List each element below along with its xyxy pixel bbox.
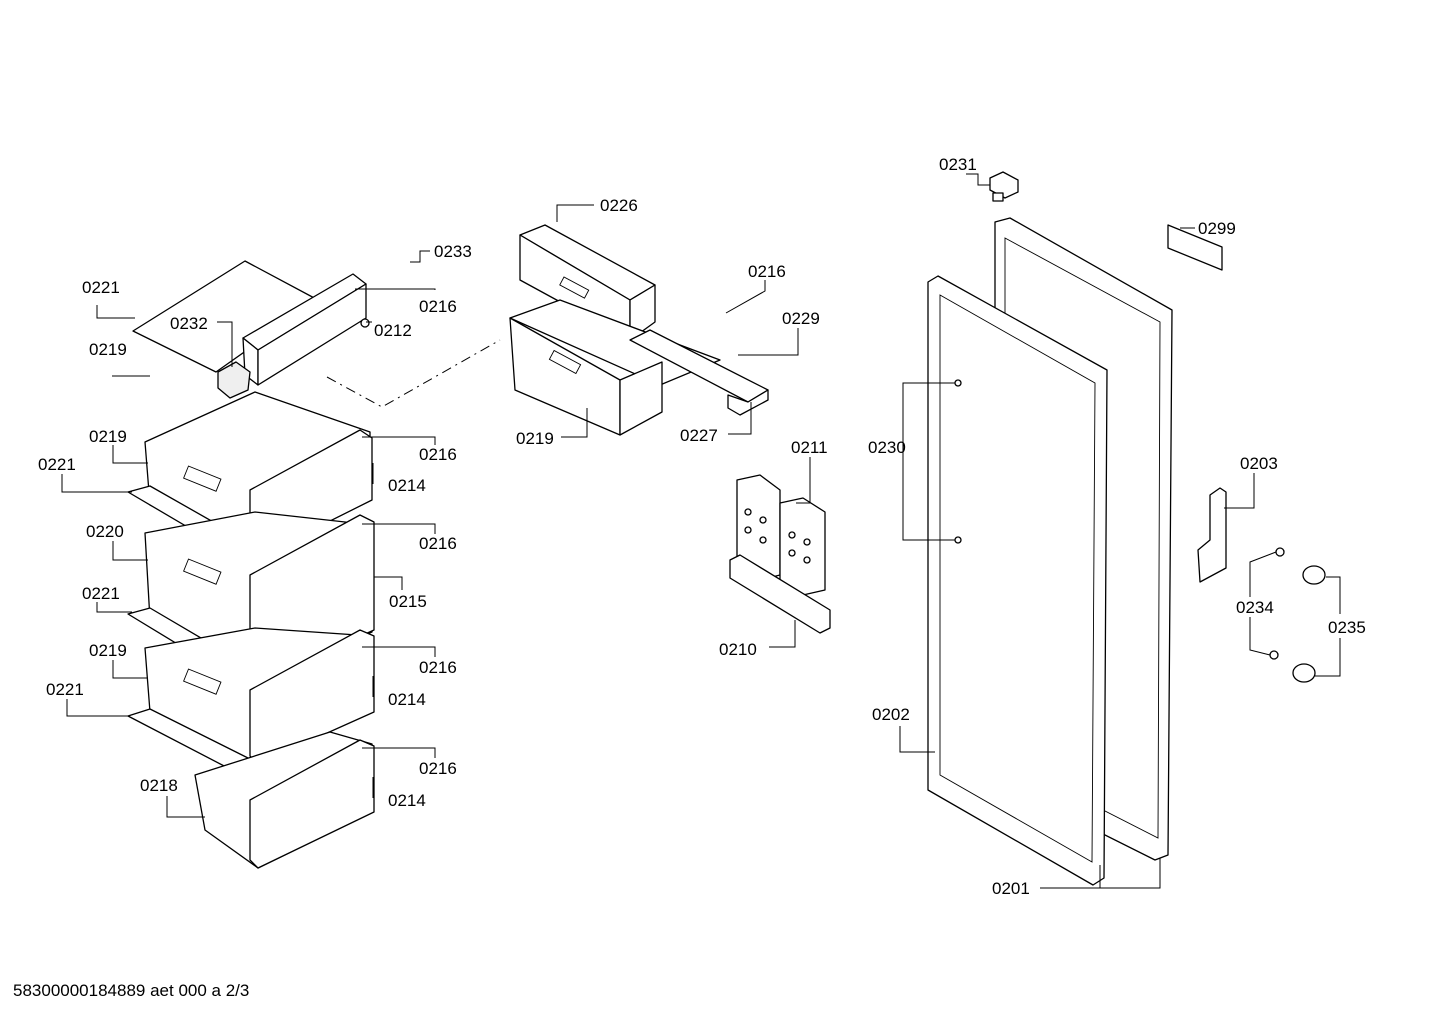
- label-0231: 0231: [939, 155, 977, 174]
- upper-tray-handle: [559, 276, 590, 299]
- label-0221-b: 0221: [38, 455, 76, 474]
- ice-pack-1-dot: [759, 536, 767, 544]
- ice-pack-2-dot: [803, 556, 811, 564]
- hinge-cap-0231: [989, 171, 1019, 199]
- gasket-0202-inner: [939, 294, 1096, 863]
- label-0226: 0226: [600, 196, 638, 215]
- label-0210: 0210: [719, 640, 757, 659]
- label-0211: 0211: [791, 438, 828, 457]
- lower-drawer-handle: [548, 349, 582, 375]
- label-0227: 0227: [680, 426, 718, 445]
- screw-0234-b: [1269, 650, 1279, 660]
- drawer-3-handle: [183, 668, 222, 695]
- door-assembly: [927, 171, 1326, 886]
- drawer-stack: [127, 260, 375, 869]
- label-0221-c: 0221: [82, 584, 120, 603]
- drawer-3-front: [249, 629, 375, 765]
- screw-0230-a: [954, 379, 962, 387]
- screw-0230-b: [954, 536, 962, 544]
- label-0201: 0201: [992, 879, 1030, 898]
- label-0229: 0229: [782, 309, 820, 328]
- screw-0234-a: [1275, 547, 1285, 557]
- ice-pack-2-dot: [788, 531, 796, 539]
- rail-0227-end: [727, 389, 769, 416]
- label-0221-d: 0221: [46, 680, 84, 699]
- drawer-2-handle: [183, 558, 222, 585]
- label-0215: 0215: [389, 592, 427, 611]
- lower-drawer-top: [509, 299, 721, 386]
- label-0219-b: 0219: [516, 429, 554, 448]
- hinge-insert: [992, 192, 1004, 202]
- label-0202: 0202: [872, 705, 910, 724]
- label-0234: 0234: [1236, 598, 1274, 617]
- label-0221-a: 0221: [82, 278, 120, 297]
- label-0216-b: 0216: [748, 262, 786, 281]
- label-0219-d: 0219: [89, 641, 127, 660]
- freezer-drawer-assembly: [509, 224, 769, 436]
- cap-0235-b: [1292, 663, 1316, 683]
- ice-pack-2-dot: [803, 538, 811, 546]
- ice-pack-2: [779, 497, 826, 596]
- label-0220: 0220: [86, 522, 124, 541]
- label-0235: 0235: [1328, 618, 1366, 637]
- label-0216-d: 0216: [419, 534, 457, 553]
- rating-label-0299: [1167, 224, 1223, 271]
- part-labels: 0231 0299 0226 0233 0221 0216 0212 0232 …: [38, 155, 1366, 898]
- label-0214-b: 0214: [388, 690, 426, 709]
- bar-0210: [729, 554, 831, 634]
- label-0214-a: 0214: [388, 476, 426, 495]
- label-0203: 0203: [1240, 454, 1278, 473]
- drawer-1-handle: [183, 465, 222, 492]
- label-0219-c: 0219: [89, 427, 127, 446]
- label-0230: 0230: [868, 438, 906, 457]
- label-0216-a: 0216: [419, 297, 457, 316]
- label-0232: 0232: [170, 314, 208, 333]
- door-handle-0203: [1197, 487, 1227, 583]
- ice-pack-1-dot: [744, 526, 752, 534]
- label-0299: 0299: [1198, 219, 1236, 238]
- gasket-0202-outer: [927, 275, 1108, 886]
- cap-0235-a: [1302, 565, 1326, 585]
- top-flap-side: [257, 283, 367, 386]
- label-0216-e: 0216: [419, 658, 457, 677]
- ice-packs: [729, 474, 831, 634]
- alignment-line: [326, 339, 501, 408]
- label-0214-c: 0214: [388, 791, 426, 810]
- drawing-code: 58300000184889 aet 000 a 2/3: [13, 981, 250, 1000]
- hinge-0232: [217, 361, 251, 399]
- label-0219-a: 0219: [89, 340, 127, 359]
- leader-lines: [61, 173, 1341, 889]
- label-0233: 0233: [434, 242, 472, 261]
- ice-pack-1-dot: [744, 508, 752, 516]
- ice-pack-2-dot: [788, 549, 796, 557]
- flap-pin: [360, 318, 370, 328]
- label-0216-c: 0216: [419, 445, 457, 464]
- label-0212: 0212: [374, 321, 412, 340]
- label-0218: 0218: [140, 776, 178, 795]
- label-0216-f: 0216: [419, 759, 457, 778]
- ice-pack-1-dot: [759, 516, 767, 524]
- drawer-4-front: [249, 739, 375, 869]
- lower-drawer-side: [619, 361, 663, 436]
